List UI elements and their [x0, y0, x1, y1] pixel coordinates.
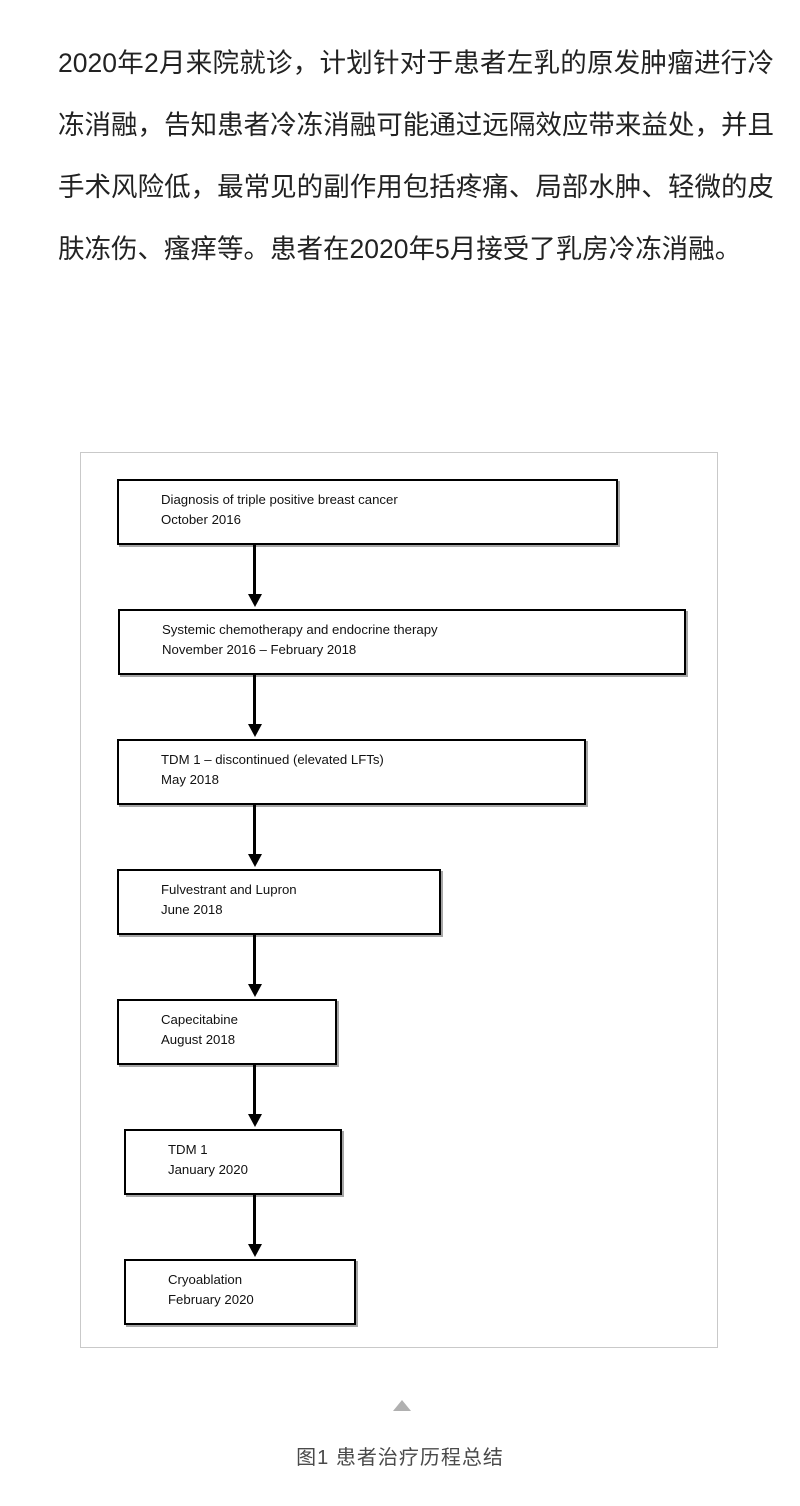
flow-node-title: Cryoablation — [168, 1272, 243, 1287]
flow-node-tdm1: TDM 1 January 2020 — [124, 1129, 342, 1195]
article-body: 2020年2月来院就诊，计划针对于患者左乳的原发肿瘤进行冷冻消融，告知患者冷冻消… — [58, 32, 774, 280]
flow-node-tdm1-discontinued: TDM 1 – discontinued (elevated LFTs) May… — [117, 739, 586, 805]
flow-node-fulvestrant-lupron: Fulvestrant and Lupron June 2018 — [117, 869, 441, 935]
flow-node-date: June 2018 — [161, 901, 223, 917]
flow-node-date: October 2016 — [161, 511, 241, 527]
triangle-up-icon[interactable] — [393, 1400, 411, 1411]
flow-node-title: Diagnosis of triple positive breast canc… — [161, 492, 398, 507]
treatment-timeline-flowchart: Diagnosis of triple positive breast canc… — [81, 453, 717, 1347]
flow-node-title: TDM 1 – discontinued (elevated LFTs) — [161, 752, 384, 767]
article-paragraph: 2020年2月来院就诊，计划针对于患者左乳的原发肿瘤进行冷冻消融，告知患者冷冻消… — [58, 48, 774, 264]
down-arrow-icon — [248, 545, 262, 609]
flow-node-cryoablation: Cryoablation February 2020 — [124, 1259, 356, 1325]
flow-node-title: Capecitabine — [161, 1012, 238, 1027]
flow-node-date: May 2018 — [161, 771, 219, 787]
down-arrow-icon — [248, 935, 262, 999]
down-arrow-icon — [248, 1195, 262, 1259]
flow-node-date: August 2018 — [161, 1031, 236, 1047]
down-arrow-icon — [248, 1065, 262, 1129]
flow-node-title: Fulvestrant and Lupron — [161, 882, 297, 897]
down-arrow-icon — [248, 675, 262, 739]
down-arrow-icon — [248, 805, 262, 869]
flow-node-title: Systemic chemotherapy and endocrine ther… — [162, 622, 438, 637]
flow-node-date: January 2020 — [168, 1161, 248, 1177]
flow-node-title: TDM 1 — [168, 1142, 208, 1157]
flow-node-chemo-endocrine: Systemic chemotherapy and endocrine ther… — [118, 609, 686, 675]
flow-node-date: November 2016 – February 2018 — [162, 641, 357, 657]
figure-caption: 图1 患者治疗历程总结 — [296, 1447, 504, 1469]
flow-node-diagnosis: Diagnosis of triple positive breast canc… — [117, 479, 618, 545]
flow-node-capecitabine: Capecitabine August 2018 — [117, 999, 337, 1065]
flow-node-date: February 2020 — [168, 1291, 254, 1307]
figure-container: Diagnosis of triple positive breast canc… — [80, 452, 718, 1348]
